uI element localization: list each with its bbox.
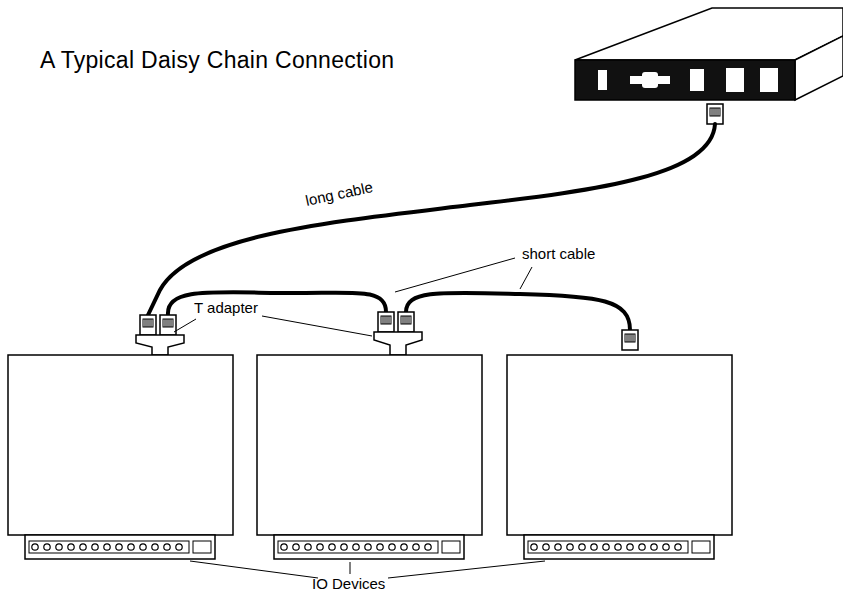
terminal-screw (627, 544, 633, 550)
terminal-screw (305, 544, 311, 550)
terminal-screw (317, 544, 323, 550)
terminal-screw (32, 544, 38, 550)
terminal-screw (341, 544, 347, 550)
terminal-screw (164, 544, 170, 550)
cable-label: long cable (304, 179, 374, 209)
terminal-strip (25, 535, 215, 559)
terminal-screw (365, 544, 371, 550)
cables (148, 124, 715, 330)
terminal-screw (591, 544, 597, 550)
terminal-screw (140, 544, 146, 550)
terminal-screw (68, 544, 74, 550)
connector-block (442, 541, 460, 553)
terminal-strips (25, 535, 714, 559)
terminal-screw (615, 544, 621, 550)
host-device (575, 8, 843, 124)
terminal-screw (401, 544, 407, 550)
terminal-row (278, 541, 438, 553)
terminal-row (29, 541, 189, 553)
terminal-screw (281, 544, 287, 550)
terminal-screw (353, 544, 359, 550)
io-devices (8, 355, 732, 535)
diagram-title: A Typical Daisy Chain Connection (40, 48, 394, 73)
short-cable (406, 293, 630, 330)
terminal-row (528, 541, 688, 553)
terminal-screw (104, 544, 110, 550)
terminal-screw (639, 544, 645, 550)
terminal-screw (567, 544, 573, 550)
terminal-screw (663, 544, 669, 550)
terminal-screw (176, 544, 182, 550)
long-cable (148, 124, 715, 315)
terminal-screw (555, 544, 561, 550)
terminal-screw (329, 544, 335, 550)
terminal-screw (579, 544, 585, 550)
rj11-plug (398, 312, 414, 332)
adapter-label: T adapter (194, 300, 258, 317)
terminal-screw (152, 544, 158, 550)
rj11-plug (622, 330, 638, 350)
device-label: IO Devices (312, 576, 385, 593)
connector-block (692, 541, 710, 553)
terminal-screw (413, 544, 419, 550)
t-adapter (374, 332, 422, 355)
terminal-screw (603, 544, 609, 550)
cable-label: short cable (522, 246, 595, 263)
terminal-screw (56, 544, 62, 550)
rj11-plug (378, 312, 394, 332)
terminal-strip (524, 535, 714, 559)
terminal-screw (389, 544, 395, 550)
terminal-screw (92, 544, 98, 550)
terminal-screw (128, 544, 134, 550)
terminal-screw (116, 544, 122, 550)
t-adapter (136, 335, 184, 355)
leader-lines (174, 258, 545, 578)
terminal-screw (425, 544, 431, 550)
terminal-screw (44, 544, 50, 550)
rj11-plug (160, 315, 176, 335)
terminal-screw (651, 544, 657, 550)
terminal-screw (377, 544, 383, 550)
terminal-screw (531, 544, 537, 550)
terminal-screw (80, 544, 86, 550)
terminal-strip (274, 535, 464, 559)
connector-block (193, 541, 211, 553)
terminal-screw (543, 544, 549, 550)
terminal-screw (293, 544, 299, 550)
rj11-plug (140, 315, 156, 335)
terminal-screw (675, 544, 681, 550)
